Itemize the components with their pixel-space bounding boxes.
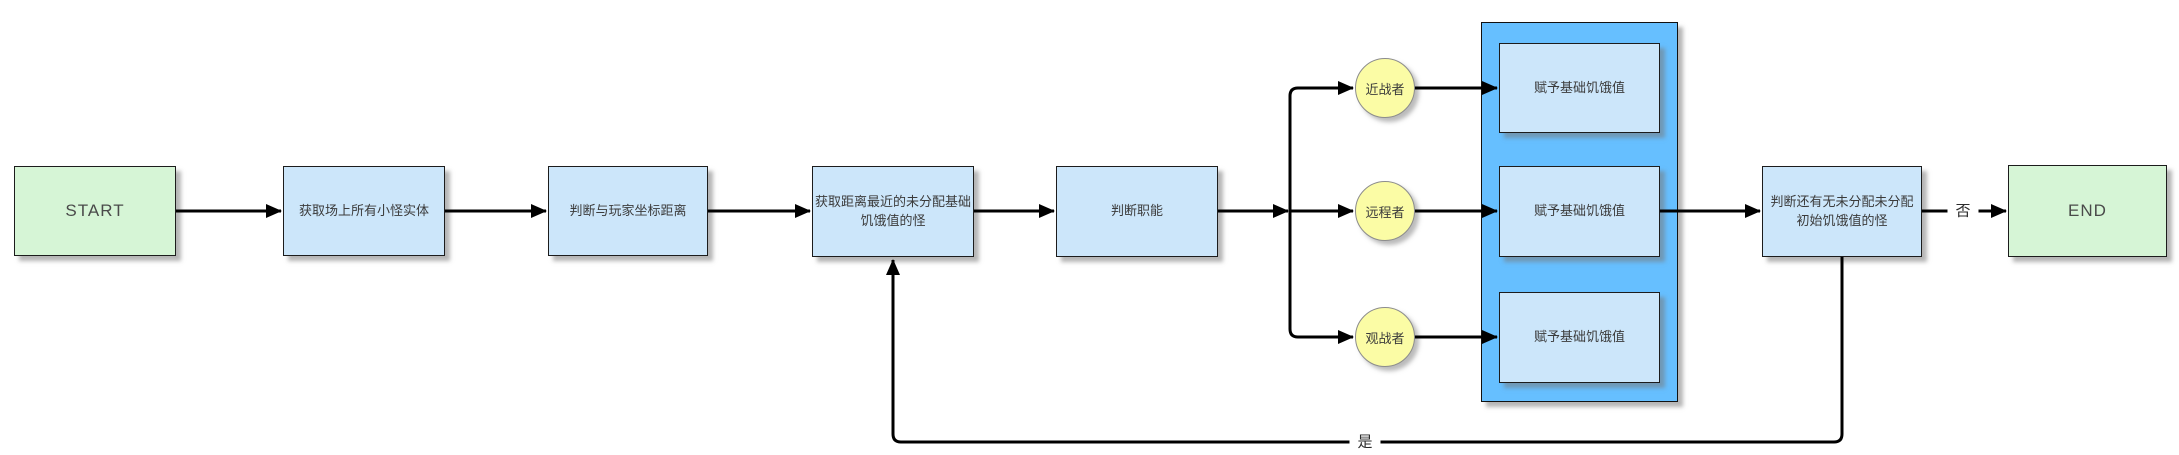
node-judge-distance-label: 判断与玩家坐标距离 [569, 202, 687, 218]
node-assign-ranged-label: 赋予基础饥饿值 [1533, 203, 1625, 219]
edge-label-yes: 是 [1349, 430, 1381, 452]
node-role-ranged-label: 远程者 [1365, 204, 1405, 220]
edge-branch-to-melee [1288, 81, 1354, 211]
node-assign-spectator: 赋予基础饥饿值 [1499, 292, 1660, 383]
node-role-melee: 近战者 [1355, 58, 1415, 118]
node-assign-melee: 赋予基础饥饿值 [1499, 43, 1660, 133]
node-end-label: END [2068, 200, 2107, 220]
node-get-monsters: 获取场上所有小怪实体 [283, 166, 445, 256]
node-judge-role-label: 判断职能 [1110, 203, 1163, 219]
node-role-melee-label: 近战者 [1365, 81, 1405, 97]
edge-label-no: 否 [1947, 199, 1979, 221]
node-get-nearest: 获取距离最近的未分配基础饥饿值的怪 [812, 166, 974, 257]
edge-branch-to-spectator [1288, 211, 1354, 344]
node-start-label: START [65, 200, 125, 220]
node-assign-spectator-label: 赋予基础饥饿值 [1533, 329, 1625, 345]
node-get-nearest-label: 获取距离最近的未分配基础饥饿值的怪 [815, 193, 972, 228]
node-judge-remaining-label: 判断还有无未分配未分配初始饥饿值的怪 [1770, 193, 1914, 228]
node-assign-melee-label: 赋予基础饥饿值 [1533, 79, 1625, 95]
node-get-monsters-label: 获取场上所有小怪实体 [298, 202, 429, 218]
node-judge-remaining: 判断还有无未分配未分配初始饥饿值的怪 [1762, 166, 1922, 257]
node-start: START [14, 166, 176, 256]
node-assign-ranged: 赋予基础饥饿值 [1499, 166, 1660, 257]
node-role-ranged: 远程者 [1355, 181, 1415, 241]
node-role-spectator: 观战者 [1355, 307, 1415, 367]
node-end: END [2008, 165, 2167, 257]
node-judge-distance: 判断与玩家坐标距离 [548, 166, 708, 256]
node-judge-role: 判断职能 [1056, 166, 1218, 257]
node-role-spectator-label: 观战者 [1365, 330, 1405, 346]
